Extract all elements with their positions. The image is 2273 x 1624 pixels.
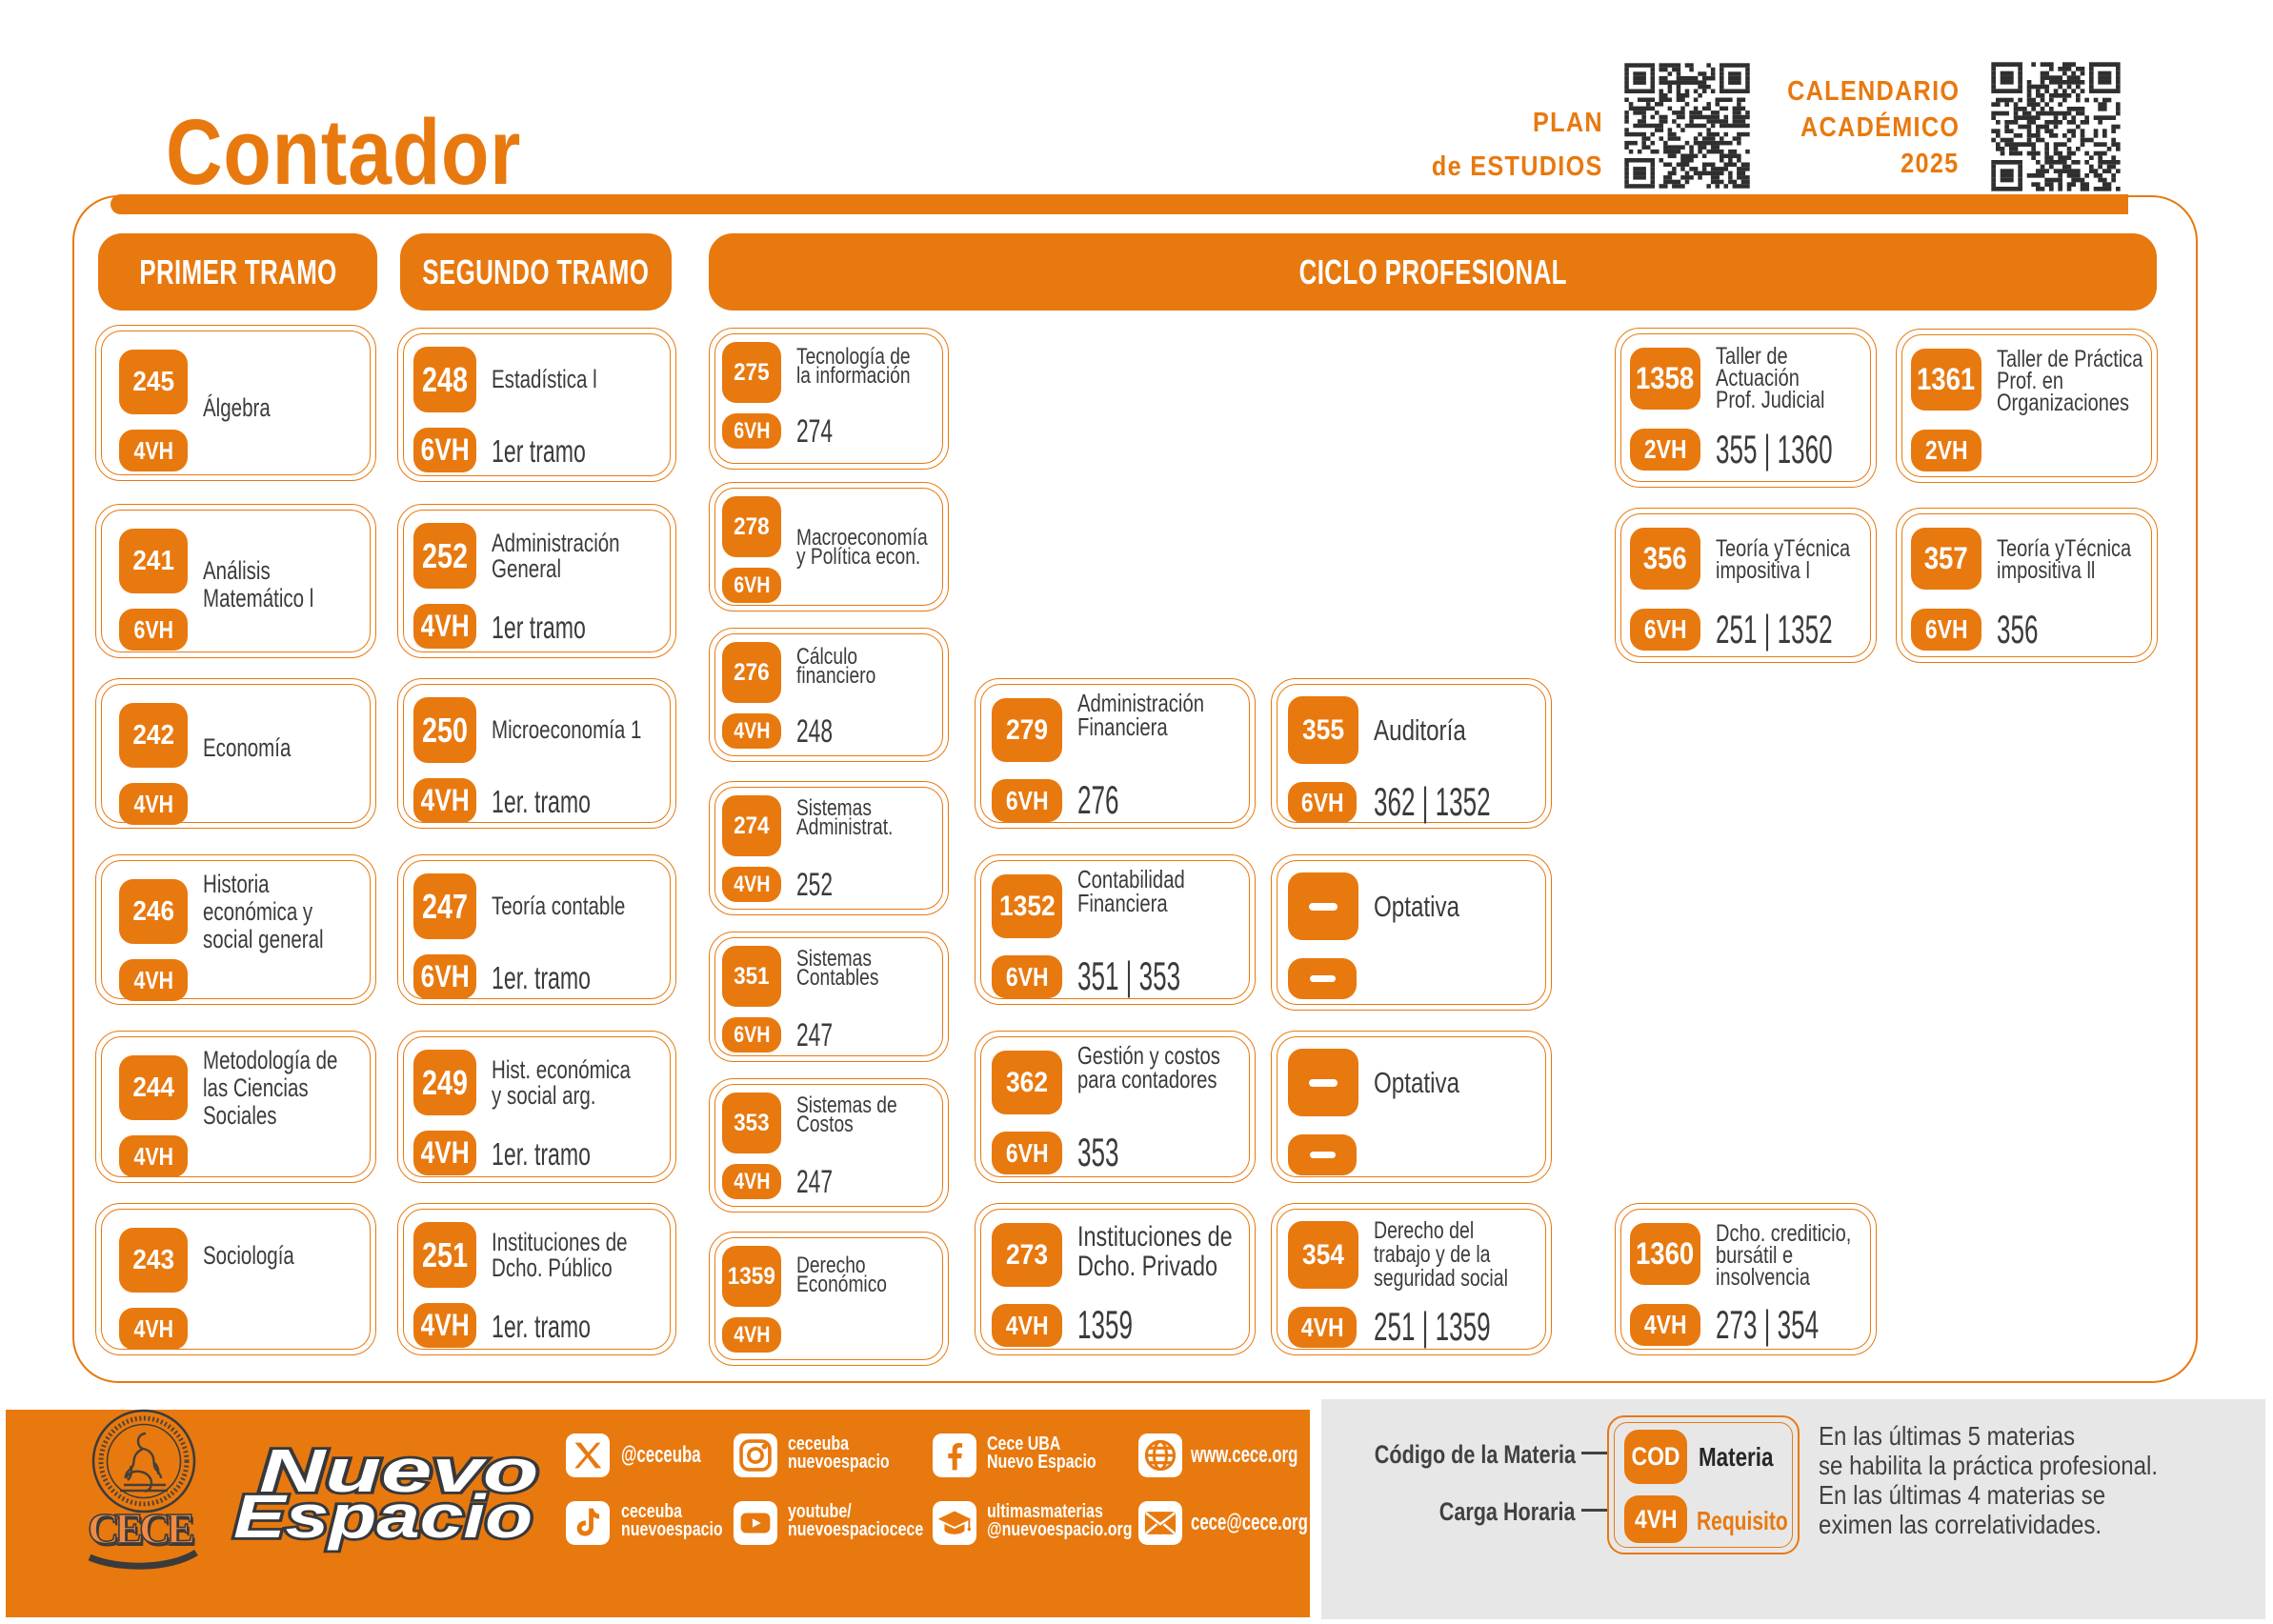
- svg-text:CECE: CECE: [88, 1504, 198, 1553]
- svg-text:CECE: CECE: [90, 1507, 200, 1555]
- svg-text:Espacio: Espacio: [233, 1482, 533, 1551]
- svg-text:Nuevo: Nuevo: [259, 1437, 538, 1505]
